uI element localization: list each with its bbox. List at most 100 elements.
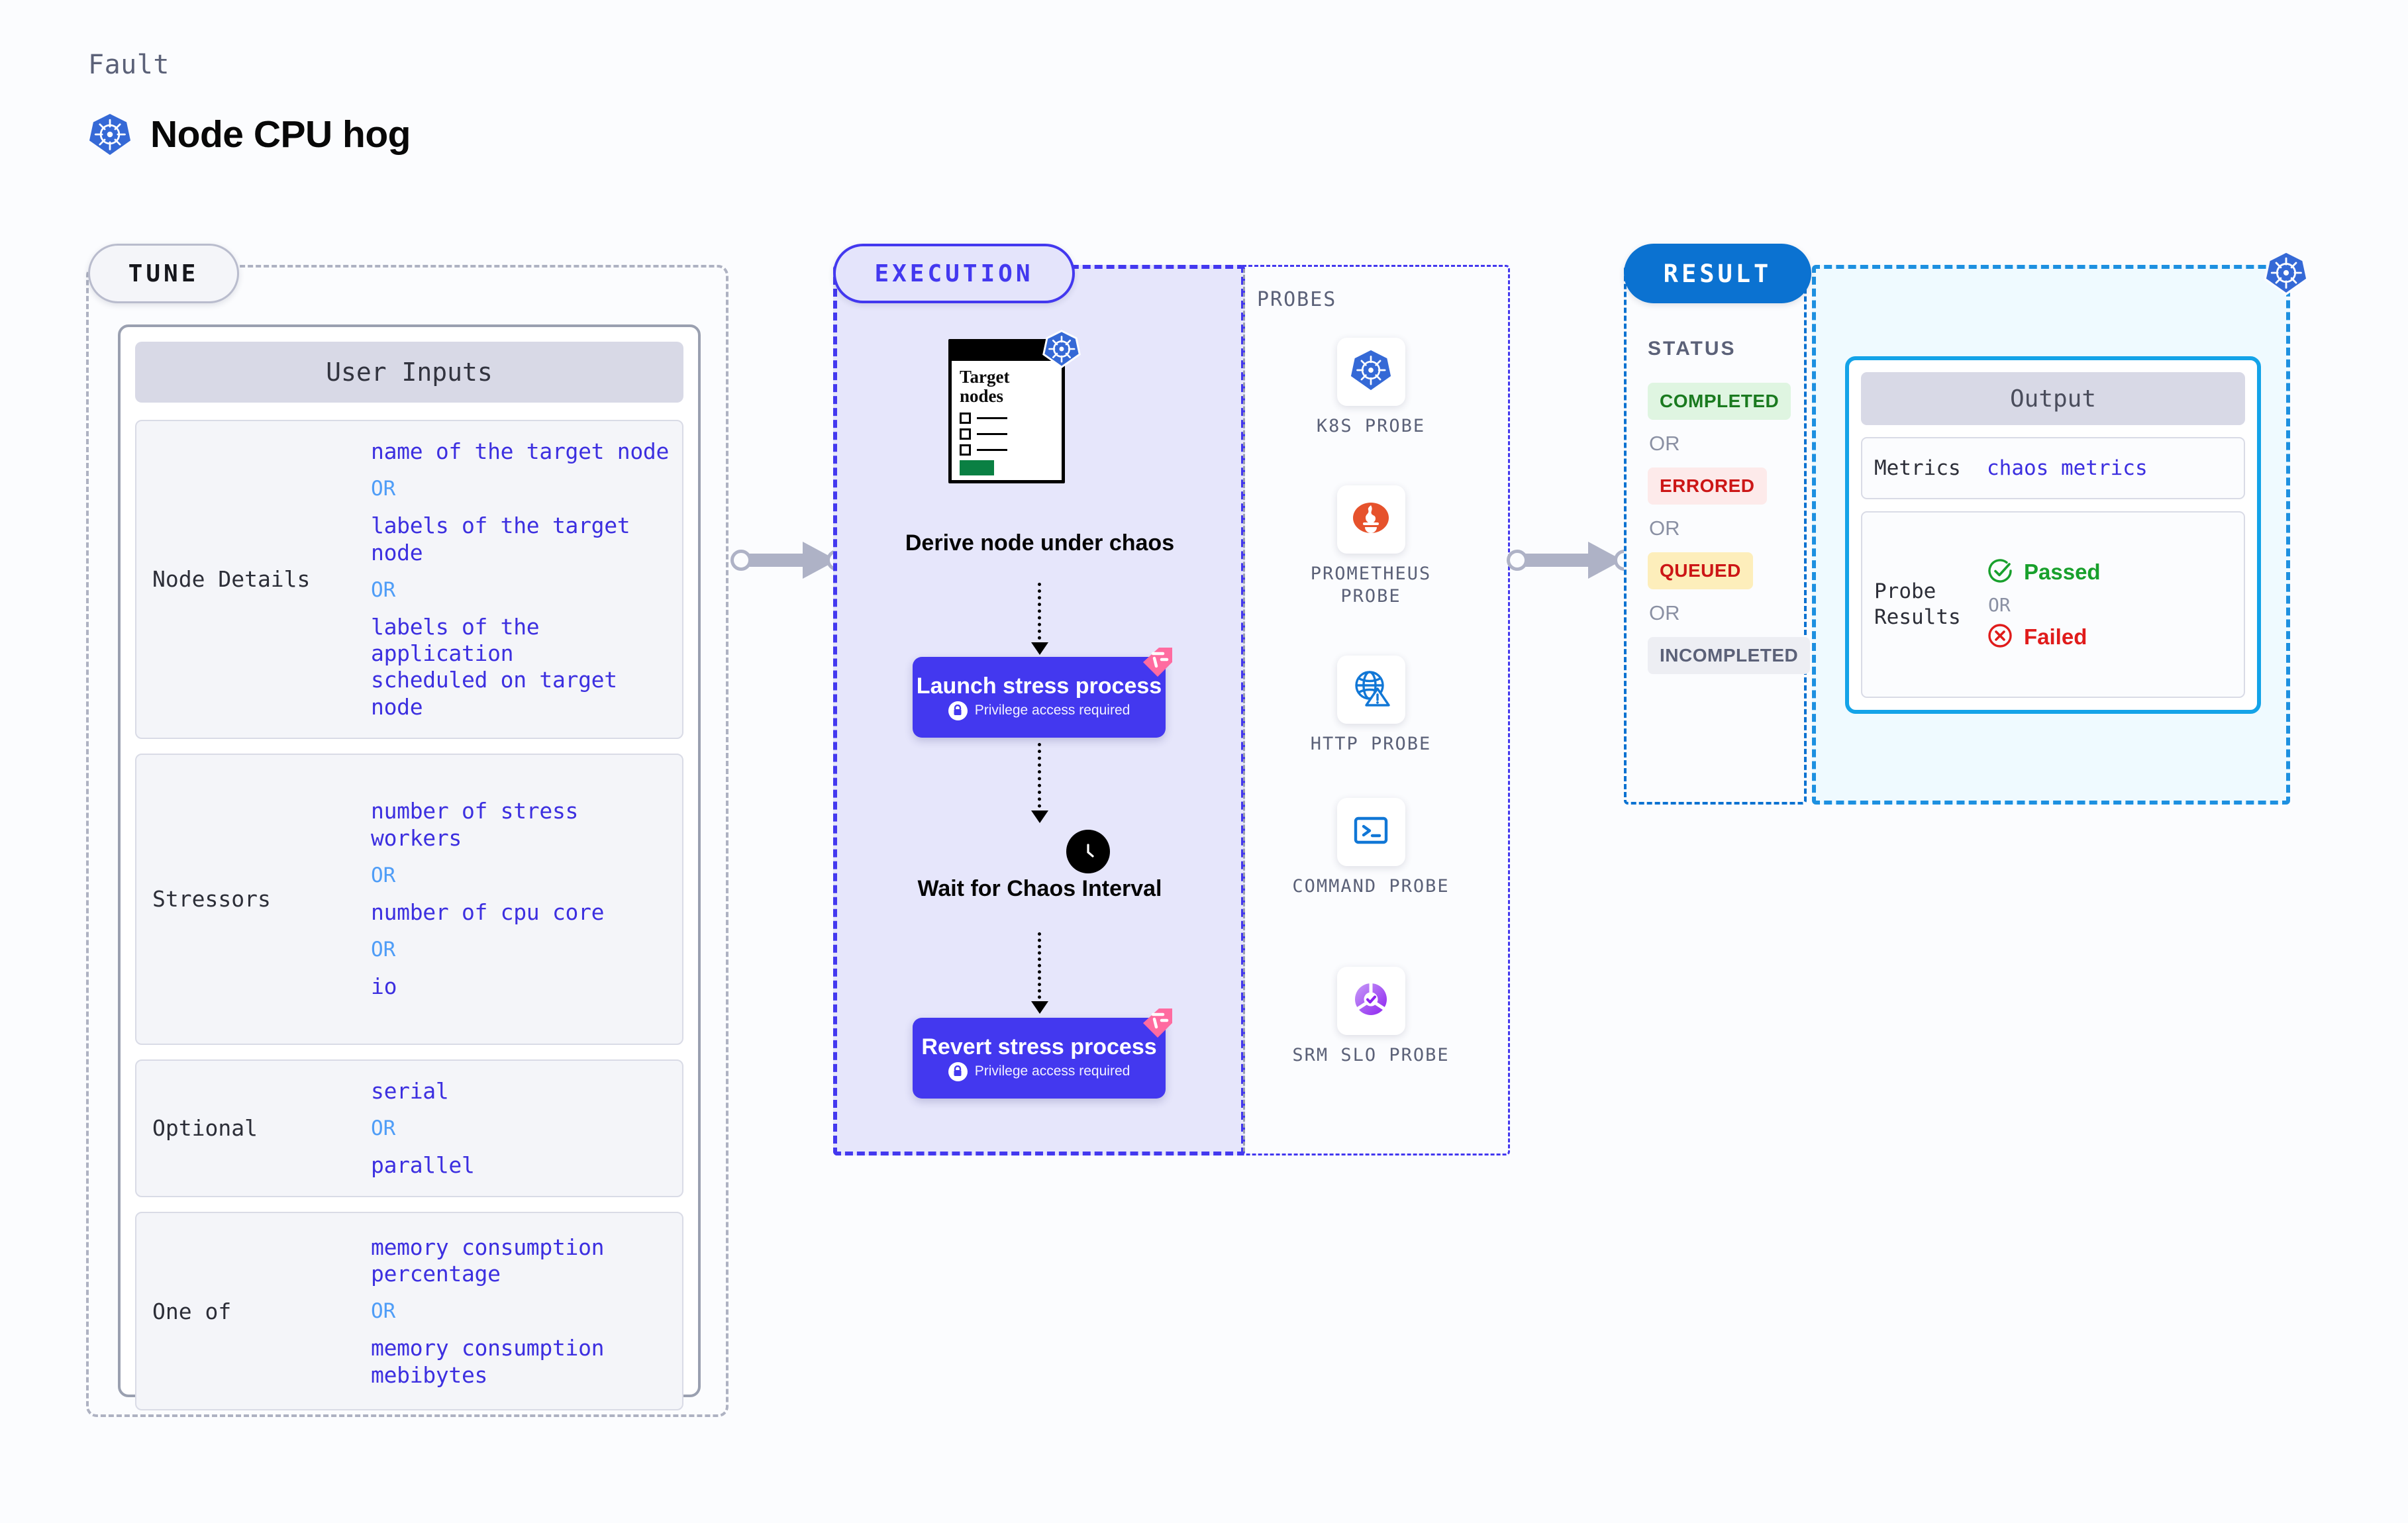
- selected-bar: [960, 460, 994, 476]
- target-nodes-card: Target nodes: [948, 330, 1081, 483]
- status-heading: STATUS: [1648, 338, 1736, 360]
- probe-k8s[interactable]: K8S PROBE: [1285, 338, 1457, 438]
- placeholder-line: [977, 433, 1007, 436]
- row-value: memory consumption percentage: [371, 1234, 605, 1287]
- row-value: parallel: [371, 1152, 475, 1178]
- probes-label: PROBES: [1257, 288, 1337, 311]
- probes-divider: [1243, 269, 1245, 1152]
- row-values: number of stress workers OR number of cp…: [371, 798, 670, 1000]
- row-separator: OR: [371, 1116, 396, 1140]
- revert-stress-process-node[interactable]: Revert stress process Privilege access r…: [913, 1008, 1172, 1099]
- node-note: Privilege access required: [948, 1061, 1130, 1081]
- status-separator: OR: [1649, 432, 1680, 455]
- probe-result-passed: Passed: [1987, 558, 2101, 587]
- x-circle-icon: [1987, 622, 2013, 652]
- row-value: chaos metrics: [1987, 456, 2148, 480]
- window-body: Target nodes: [952, 361, 1062, 476]
- probe-prometheus[interactable]: PROMETHEUS PROBE: [1285, 485, 1457, 608]
- table-row: Node Details name of the target node OR …: [135, 420, 683, 739]
- row-key: Optional: [152, 1115, 258, 1142]
- status-list: COMPLETED OR ERRORED OR QUEUED OR INCOMP…: [1648, 383, 1811, 674]
- probe-srm-slo[interactable]: SRM SLO PROBE: [1285, 967, 1457, 1067]
- row-separator: OR: [371, 863, 396, 887]
- row-values: serial OR parallel: [371, 1078, 475, 1179]
- row-value: memory consumption mebibytes: [371, 1335, 605, 1388]
- node-title: Revert stress process: [921, 1034, 1157, 1060]
- result-status-region: [1624, 265, 1807, 805]
- row-value: serial: [371, 1077, 449, 1104]
- probe-icon-tile: [1336, 485, 1405, 554]
- checkbox-icon: [960, 428, 971, 440]
- row-value: io: [371, 973, 397, 999]
- flow-arrowhead: [1031, 642, 1048, 655]
- probe-label: SRM SLO PROBE: [1292, 1045, 1450, 1065]
- status-separator: OR: [1649, 516, 1680, 540]
- row-value: number of stress workers: [371, 798, 579, 851]
- checkbox-icon: [960, 444, 971, 456]
- target-nodes-title: Target nodes: [960, 367, 1010, 407]
- execution-label: EXECUTION: [833, 244, 1075, 303]
- flow-connector: [1038, 743, 1041, 814]
- target-nodes-window: Target nodes: [948, 339, 1065, 483]
- status-badge: ERRORED: [1648, 467, 1767, 505]
- flow-connector: [1038, 932, 1041, 1005]
- probe-label: K8S PROBE: [1316, 416, 1426, 436]
- flow-arrowhead: [1031, 811, 1048, 823]
- row-value: labels of the target node: [371, 513, 630, 565]
- probe-http[interactable]: HTTP PROBE: [1285, 656, 1457, 756]
- probe-result-failed: Failed: [1987, 622, 2101, 652]
- node-title: Launch stress process: [916, 673, 1162, 699]
- flow-arrowhead: [1031, 1001, 1048, 1014]
- row-separator: OR: [371, 938, 396, 961]
- probe-label: HTTP PROBE: [1310, 734, 1432, 754]
- probe-icon-tile: [1336, 656, 1405, 724]
- probe-result-label: Failed: [2024, 624, 2087, 649]
- row-separator: OR: [371, 577, 396, 602]
- page-title: Node CPU hog: [150, 113, 411, 156]
- connector-tune-to-execution: [728, 542, 849, 579]
- row-key: Metrics: [1874, 456, 1961, 480]
- row-values: memory consumption percentage OR memory …: [371, 1234, 670, 1389]
- row-separator: OR: [371, 1299, 396, 1324]
- row-values: name of the target node OR labels of the…: [371, 438, 670, 720]
- harness-ribbon-icon: [1136, 1008, 1172, 1040]
- result-label: RESULT: [1624, 244, 1811, 303]
- kubernetes-icon: [2264, 250, 2309, 299]
- list-item: [960, 428, 1054, 440]
- kubernetes-icon: [1042, 330, 1081, 371]
- placeholder-line: [977, 449, 1007, 452]
- page-title-row: Node CPU hog: [88, 113, 411, 156]
- user-inputs-title: User Inputs: [135, 342, 683, 403]
- user-inputs-card: User Inputs Node Details name of the tar…: [118, 324, 701, 1411]
- tune-panel: [86, 265, 728, 1417]
- globe-warning-icon: [1350, 667, 1392, 712]
- row-key: Probe Results: [1874, 579, 1961, 629]
- row-key: One of: [152, 1298, 232, 1324]
- row-value: labels of the application scheduled on t…: [371, 613, 617, 720]
- launch-stress-process-node[interactable]: Launch stress process Privilege access r…: [913, 648, 1172, 738]
- flow-connector: [1038, 583, 1041, 646]
- output-card: Output Metrics chaos metrics Probe Resul…: [1845, 356, 2261, 714]
- status-badge: COMPLETED: [1648, 383, 1791, 420]
- check-circle-icon: [1987, 558, 2013, 587]
- list-item: [960, 413, 1054, 424]
- output-probe-results-row: Probe Results Passed OR: [1861, 511, 2245, 698]
- probe-command[interactable]: COMMAND PROBE: [1285, 798, 1457, 898]
- row-key: Node Details: [152, 566, 311, 593]
- status-badge: QUEUED: [1648, 552, 1753, 589]
- list-item: [960, 444, 1054, 456]
- probe-result-values: Passed OR Failed: [1987, 558, 2101, 652]
- checkbox-icon: [960, 413, 971, 424]
- slo-donut-icon: [1350, 979, 1391, 1023]
- status-badge: INCOMPLETED: [1648, 637, 1811, 674]
- table-row: Stressors number of stress workers OR nu…: [135, 753, 683, 1045]
- probe-icon-tile: [1336, 967, 1405, 1035]
- user-inputs-rows: Node Details name of the target node OR …: [135, 420, 683, 1411]
- row-key: Stressors: [152, 886, 271, 912]
- connector-execution-to-result: [1505, 542, 1637, 579]
- prometheus-icon: [1350, 497, 1392, 542]
- table-row: Optional serial OR parallel: [135, 1059, 683, 1198]
- probe-icon-tile: [1336, 798, 1405, 866]
- row-value: name of the target node: [371, 438, 670, 464]
